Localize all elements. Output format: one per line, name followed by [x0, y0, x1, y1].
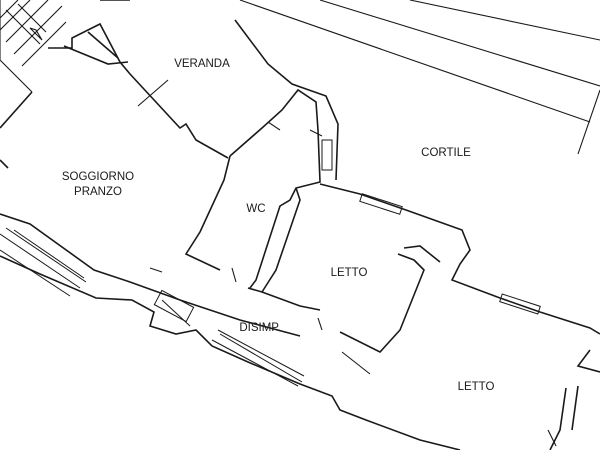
letto1-window: [359, 193, 403, 215]
wc-window: [321, 139, 333, 171]
corridor-window-diag-1: [161, 299, 191, 327]
staircase: [0, 0, 67, 93]
corridor-window-2: [211, 329, 305, 387]
veranda-divider: [63, 31, 129, 65]
disimp-door-marks: [149, 267, 371, 375]
corridor-south-wall: [0, 255, 461, 450]
label-pranzo: PRANZO: [74, 186, 122, 198]
label-wc: WC: [246, 203, 265, 215]
letto2-window: [499, 293, 541, 315]
window-left: [0, 227, 87, 297]
letto2-door: [547, 429, 557, 447]
label-letto-1: LETTO: [331, 267, 368, 279]
label-veranda: VERANDA: [174, 58, 230, 70]
letto1-west: [247, 187, 301, 293]
label-soggiorno: SOGGIORNO: [62, 171, 134, 183]
corridor-window-box-1: [153, 289, 195, 323]
letto1-south: [261, 291, 321, 311]
letto2-east-wall: [549, 349, 600, 450]
wc-west-wall: [184, 155, 231, 271]
living-west-wall: [0, 91, 33, 169]
label-cortile: CORTILE: [421, 147, 471, 159]
label-letto-2: LETTO: [458, 381, 495, 393]
veranda-door: [137, 79, 169, 107]
outer-wall-north: [48, 22, 229, 159]
courtyard-lines: [239, 0, 600, 155]
living-south-wall: [0, 213, 301, 337]
letto1-walls: [319, 183, 600, 335]
letto1-north-partition: [403, 245, 441, 263]
wc-walls: [229, 88, 321, 289]
wc-door: [267, 121, 323, 137]
veranda-top: [100, 0, 339, 181]
label-disimpegno: DISIMP.: [239, 322, 280, 334]
letto1-east: [339, 253, 425, 353]
